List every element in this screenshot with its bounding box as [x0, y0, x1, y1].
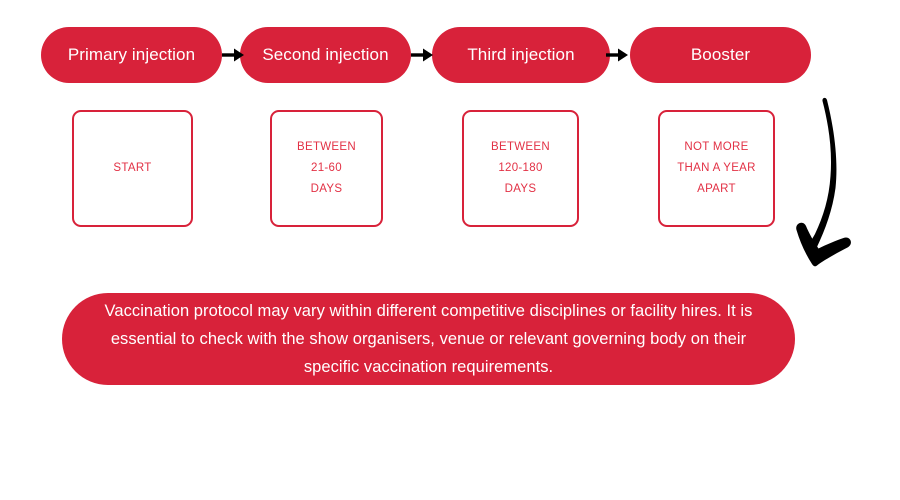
note-banner-text: Vaccination protocol may vary within dif… — [104, 302, 753, 376]
right-arrow-icon — [411, 48, 433, 62]
curved-down-arrow-icon — [796, 97, 851, 267]
right-arrow-icon — [606, 48, 628, 62]
interval-box-booster: NOT MORE THAN A YEAR APART — [658, 110, 775, 227]
connector-arrow-1 — [220, 42, 248, 68]
note-banner: Vaccination protocol may vary within dif… — [62, 293, 795, 385]
stage-pill-booster: Booster — [630, 27, 811, 83]
stage-pill-label: Second injection — [262, 45, 389, 64]
interval-box-third: BETWEEN 120-180 DAYS — [462, 110, 579, 227]
interval-box-label: BETWEEN 21-60 DAYS — [297, 141, 356, 195]
interval-box-label: BETWEEN 120-180 DAYS — [491, 141, 550, 195]
stage-pill-label: Booster — [690, 45, 751, 64]
stage-pill-label: Third injection — [467, 45, 575, 64]
interval-box-label: START — [113, 162, 152, 174]
interval-box-start: START — [72, 110, 193, 227]
right-arrow-icon — [222, 48, 244, 62]
interval-box-label: NOT MORE THAN A YEAR APART — [677, 141, 756, 195]
connector-arrow-2 — [409, 42, 437, 68]
stage-pill-third-injection: Third injection — [432, 27, 610, 83]
stage-pill-second-injection: Second injection — [240, 27, 411, 83]
connector-arrow-3 — [604, 42, 632, 68]
interval-box-second: BETWEEN 21-60 DAYS — [270, 110, 383, 227]
stage-pill-primary-injection: Primary injection — [41, 27, 222, 83]
stage-pill-label: Primary injection — [67, 45, 196, 64]
